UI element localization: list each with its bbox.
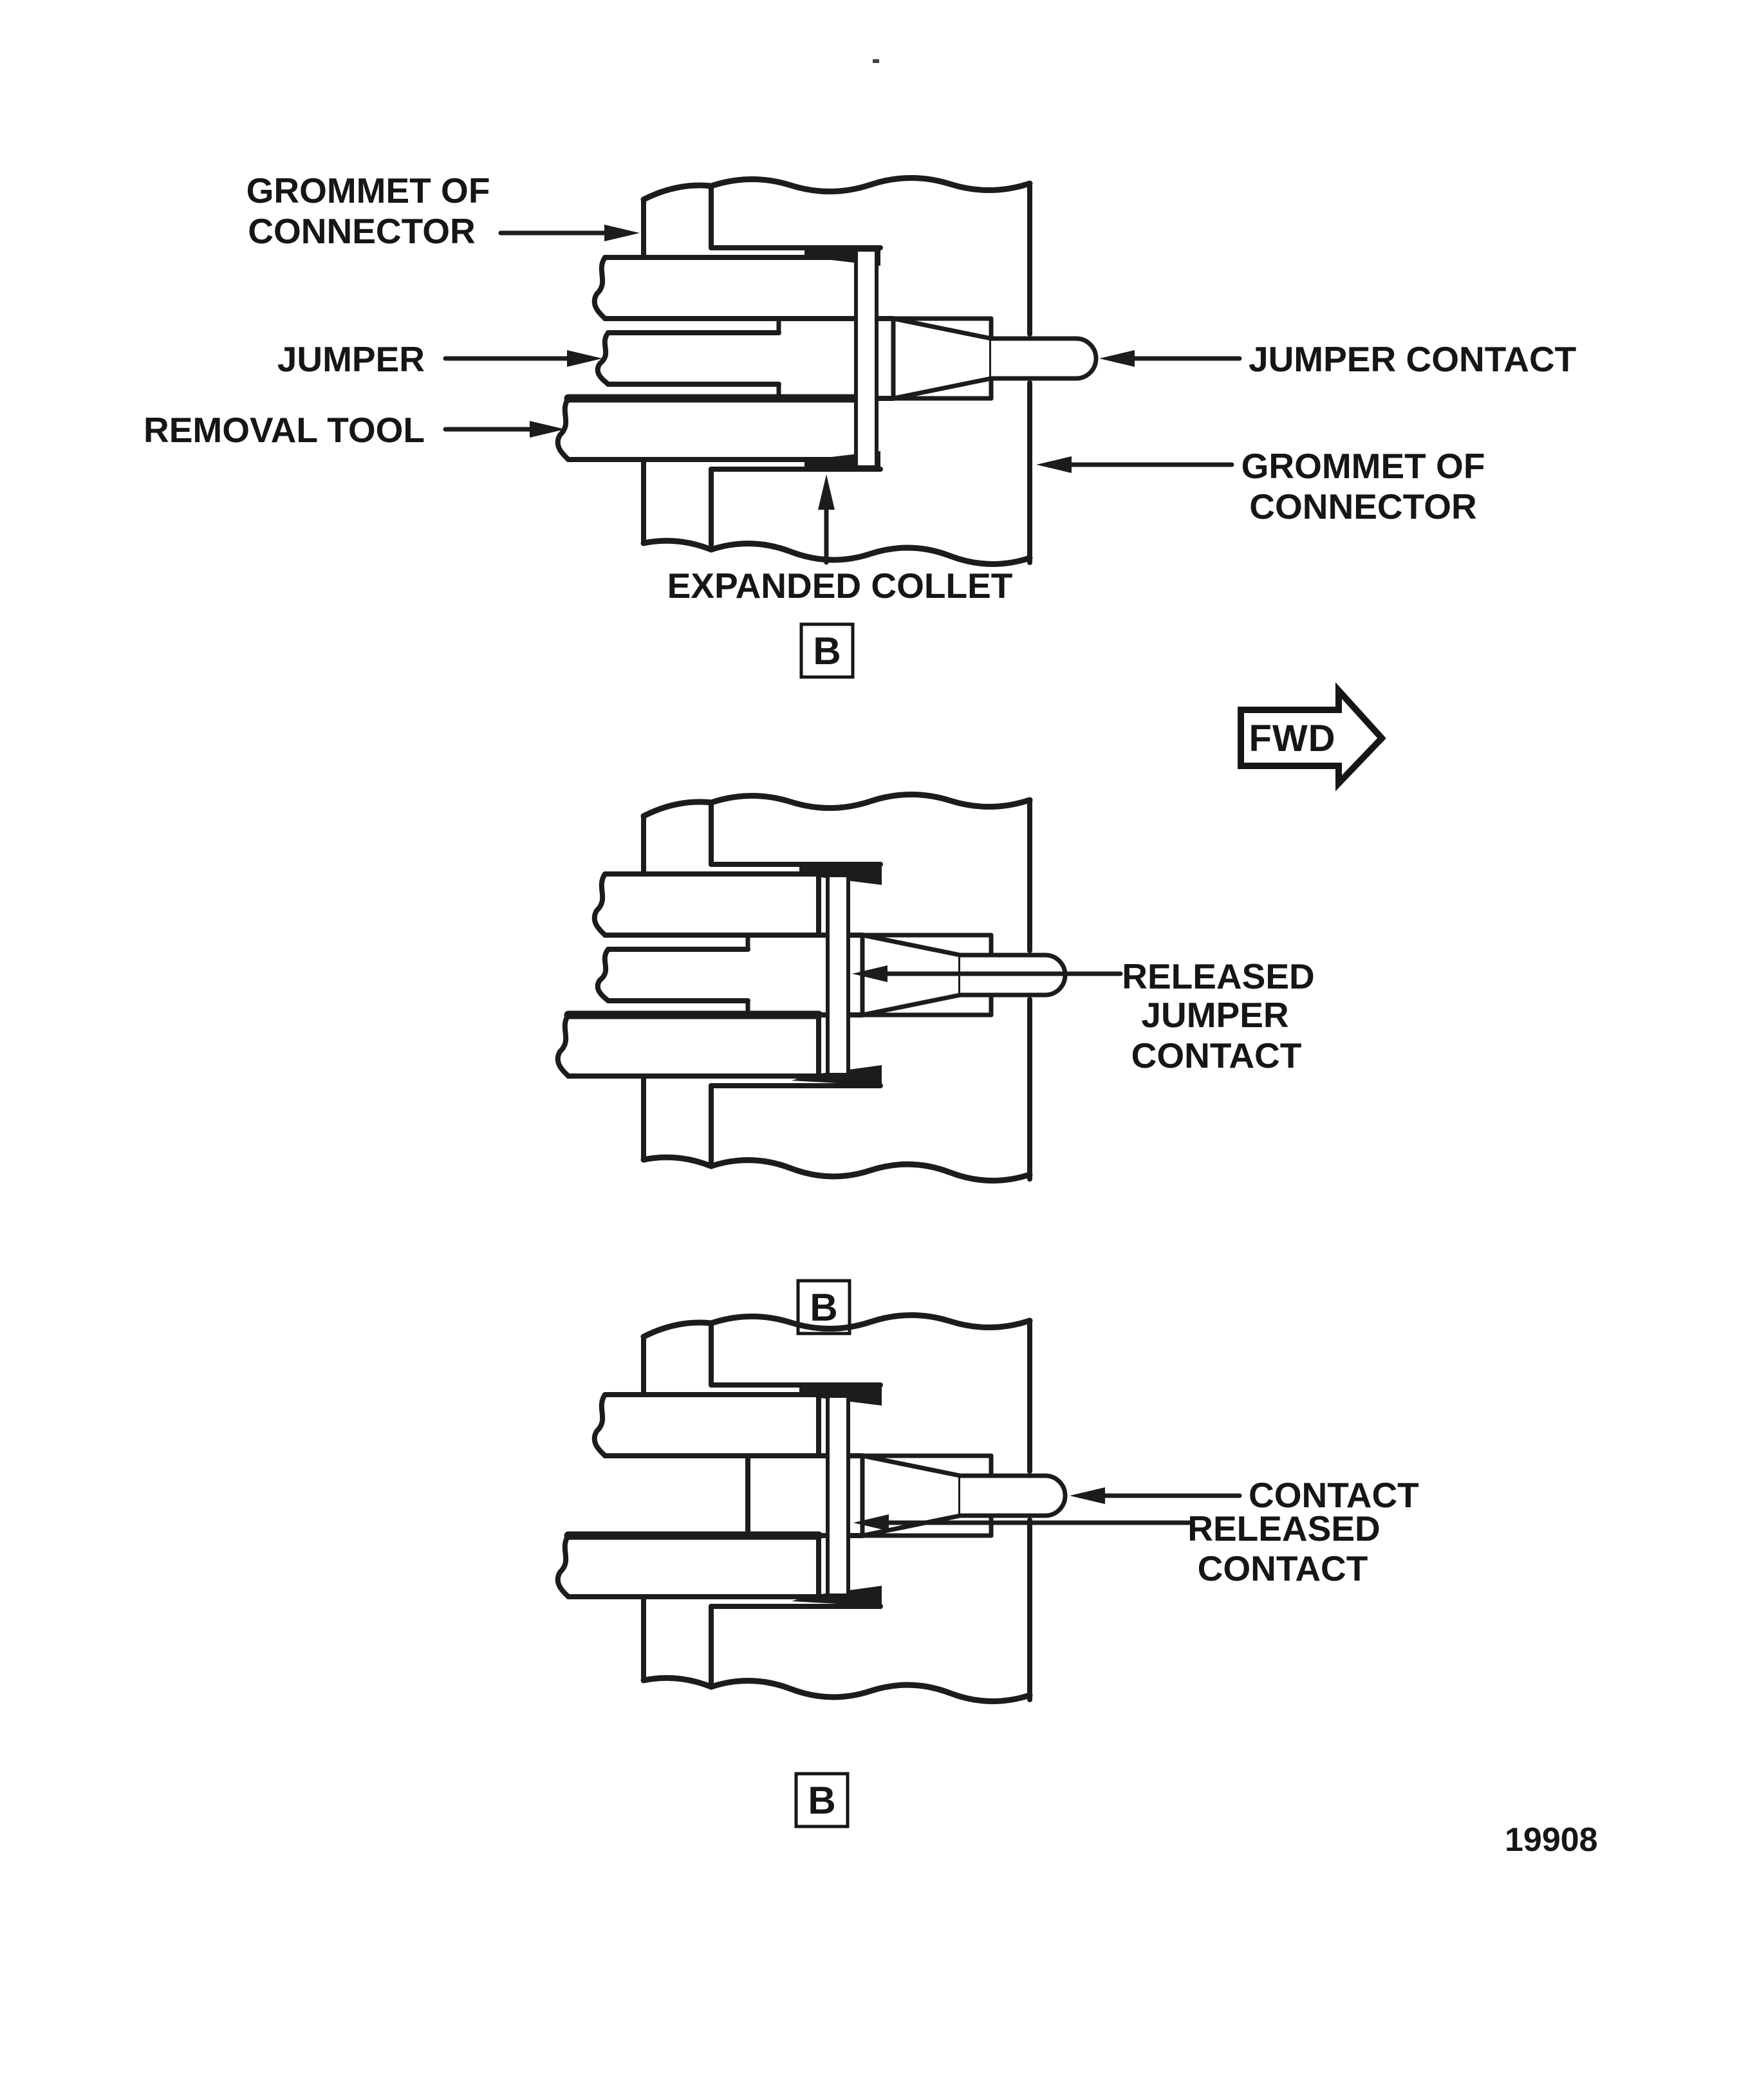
grommet-panel-top-edge (708, 1312, 1033, 1332)
grommet-strip-top-edge (640, 1319, 714, 1340)
contact-pin (991, 336, 1099, 381)
figure-number: 19908 (1505, 1821, 1598, 1859)
collet-ring (826, 873, 850, 1077)
grommet-strip-top-edge (640, 182, 714, 203)
grommet-right-arrow-head-icon (1036, 456, 1072, 473)
label-released-line1: RELEASED (1122, 956, 1315, 996)
label-grommet-left-line1: GROMMET OF (246, 171, 490, 210)
leader-arrows (852, 965, 1123, 982)
label-expanded-collet: EXPANDED COLLET (667, 566, 1013, 606)
grommet-panel-top-edge (708, 792, 1033, 811)
detail-marker-box (794, 1772, 850, 1828)
tool-sleeve-broken-end (591, 1392, 608, 1458)
expanded-collet-arrow-head-icon (818, 474, 835, 510)
detail-marker-letter: B (810, 1286, 837, 1329)
grommet-strip-top-edge (640, 799, 714, 819)
grommet-strip-bottom-edge (640, 1675, 714, 1690)
grommet-panel-top-edge (708, 175, 1033, 194)
grommet-panel-bottom-edge (708, 1157, 1033, 1184)
released-contact-arrow-head-icon (853, 1514, 889, 1531)
collet-ring (854, 248, 879, 469)
label-grommet-right-line2: CONNECTOR (1249, 487, 1476, 526)
tool-sleeve-broken-end (591, 871, 608, 938)
removal-tool-arrow-head-icon (530, 421, 565, 438)
grommet-left-arrow-head-icon (604, 225, 640, 241)
jumper-wire-broken-end (595, 947, 611, 1003)
connector-cross-section (555, 175, 1099, 567)
jumper-arrow-head-icon (567, 350, 602, 367)
contact-taper-bottom (860, 1513, 963, 1538)
grommet-panel-bottom-edge (708, 541, 1033, 567)
contact-taper-top (860, 933, 963, 958)
grommet-strip-bottom-edge (640, 537, 714, 553)
removal-tool-broken-end (555, 396, 571, 462)
diagram-contact-with-removal-tool: GROMMET OF CONNECTOR JUMPER REMOVAL TOOL… (144, 171, 1576, 679)
leader-arrows (853, 1487, 1242, 1531)
label-released-line1: RELEASED (1187, 1509, 1380, 1548)
label-jumper: JUMPER (277, 339, 425, 379)
label-grommet-left-line2: CONNECTOR (248, 211, 475, 251)
scan-artifact-dot (873, 59, 879, 63)
detail-marker-letter: B (808, 1779, 835, 1822)
label-removal-tool: REMOVAL TOOL (144, 410, 425, 450)
connector-cross-section (555, 792, 1068, 1184)
contact-arrow-head-icon (1070, 1487, 1105, 1504)
contact-taper-top (891, 316, 994, 341)
jumper-wire-broken-end (595, 330, 611, 387)
label-grommet-right-line1: GROMMET OF (1241, 446, 1485, 486)
leader-arrows (443, 225, 1242, 565)
label-released-line3: CONTACT (1131, 1036, 1302, 1075)
grommet-strip-bottom-edge (640, 1154, 714, 1169)
label-released-line2: JUMPER (1141, 995, 1288, 1035)
label-contact: CONTACT (1249, 1475, 1419, 1515)
removal-tool-broken-end (555, 1533, 571, 1599)
diagram-released-contact: CONTACT RELEASED CONTACT B (555, 1312, 1419, 1828)
detail-marker-letter: B (813, 629, 841, 673)
fwd-arrow-icon (1238, 682, 1386, 792)
connector-cross-section (555, 1312, 1068, 1704)
jumper-contact-arrow-head-icon (1099, 350, 1135, 367)
fwd-direction-sign: FWD (1238, 682, 1386, 792)
contact-taper-top (860, 1453, 963, 1478)
label-released-line2: CONTACT (1198, 1548, 1368, 1588)
fwd-label: FWD (1249, 718, 1335, 759)
detail-marker-box (799, 622, 855, 679)
diagram-released-jumper-contact: RELEASED JUMPER CONTACT B (555, 792, 1315, 1335)
tool-sleeve-broken-end (591, 255, 608, 321)
contact-pin (960, 1473, 1068, 1518)
contact-taper-bottom (860, 992, 963, 1017)
released-jumper-contact-arrow-head-icon (852, 965, 888, 982)
removal-tool-broken-end (555, 1012, 571, 1079)
collet-ring (826, 1394, 850, 1597)
grommet-panel-bottom-edge (708, 1678, 1033, 1704)
label-jumper-contact: JUMPER CONTACT (1249, 339, 1576, 379)
contact-taper-bottom (891, 376, 994, 401)
